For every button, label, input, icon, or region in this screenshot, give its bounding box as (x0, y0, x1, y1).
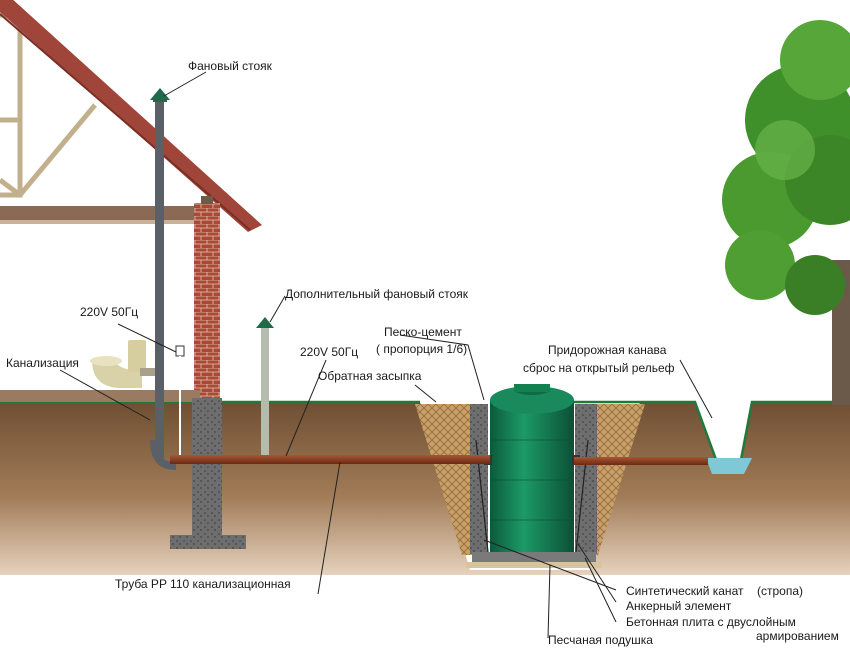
roof (0, 0, 262, 232)
brick-wall (194, 203, 220, 398)
sand-cement-right (575, 404, 597, 554)
label-sling: (стропа) (757, 584, 804, 598)
label-slab-2: армированием (756, 629, 839, 643)
pipe-out (574, 457, 708, 465)
wall-cap (201, 196, 213, 204)
foundation-footing (170, 535, 246, 549)
label-power-left: 220V 50Гц (80, 305, 139, 319)
label-sand-cushion: Песчаная подушка (548, 633, 653, 647)
toilet (90, 340, 164, 388)
extra-vent-cap (256, 317, 274, 328)
ditch-water (706, 458, 752, 474)
leader-lines (59, 71, 713, 639)
concrete-slab (472, 552, 596, 562)
label-ditch-1: Придорожная канава (548, 343, 667, 357)
septic-tank (475, 384, 589, 553)
main-vent-stack (150, 88, 176, 470)
backfill-right (596, 404, 645, 555)
label-sewer: Канализация (6, 356, 79, 370)
house (0, 0, 262, 549)
label-vent-stack: Фановый стояк (188, 59, 272, 73)
pipe-in (170, 455, 490, 464)
vent-cap (150, 88, 170, 100)
ceiling-board (0, 220, 200, 224)
floor-slab (0, 390, 200, 402)
label-extra-vent-stack: Дополнительный фановый стояк (285, 287, 469, 301)
label-anchor: Анкерный элемент (626, 599, 732, 613)
label-pipe: Труба PP 110 канализационная (115, 577, 291, 591)
backfill (415, 404, 488, 555)
label-ditch-2: сброс на открытый рельеф (523, 361, 675, 375)
foundation (192, 398, 222, 538)
roof-truss (0, 12, 97, 198)
label-power-mid: 220V 50Гц (300, 345, 359, 359)
sand-cushion (466, 562, 602, 568)
extra-vent-stack (256, 317, 274, 458)
sewer-pipes (170, 455, 708, 465)
roof-edge (0, 13, 251, 231)
label-backfill: Обратная засыпка (318, 369, 422, 383)
label-slab-1: Бетонная плита с двуслойным (626, 615, 796, 629)
sand-cement-left (470, 404, 488, 554)
label-sand-cement: Песко-цемент (384, 325, 462, 339)
excavation-pit (415, 404, 645, 568)
ceiling-beam (0, 206, 200, 220)
electrical-line (175, 345, 185, 458)
label-rope: Синтетический канат (626, 584, 744, 598)
label-proportion: ( пропорция 1/6) (376, 342, 468, 356)
tree (722, 20, 850, 405)
